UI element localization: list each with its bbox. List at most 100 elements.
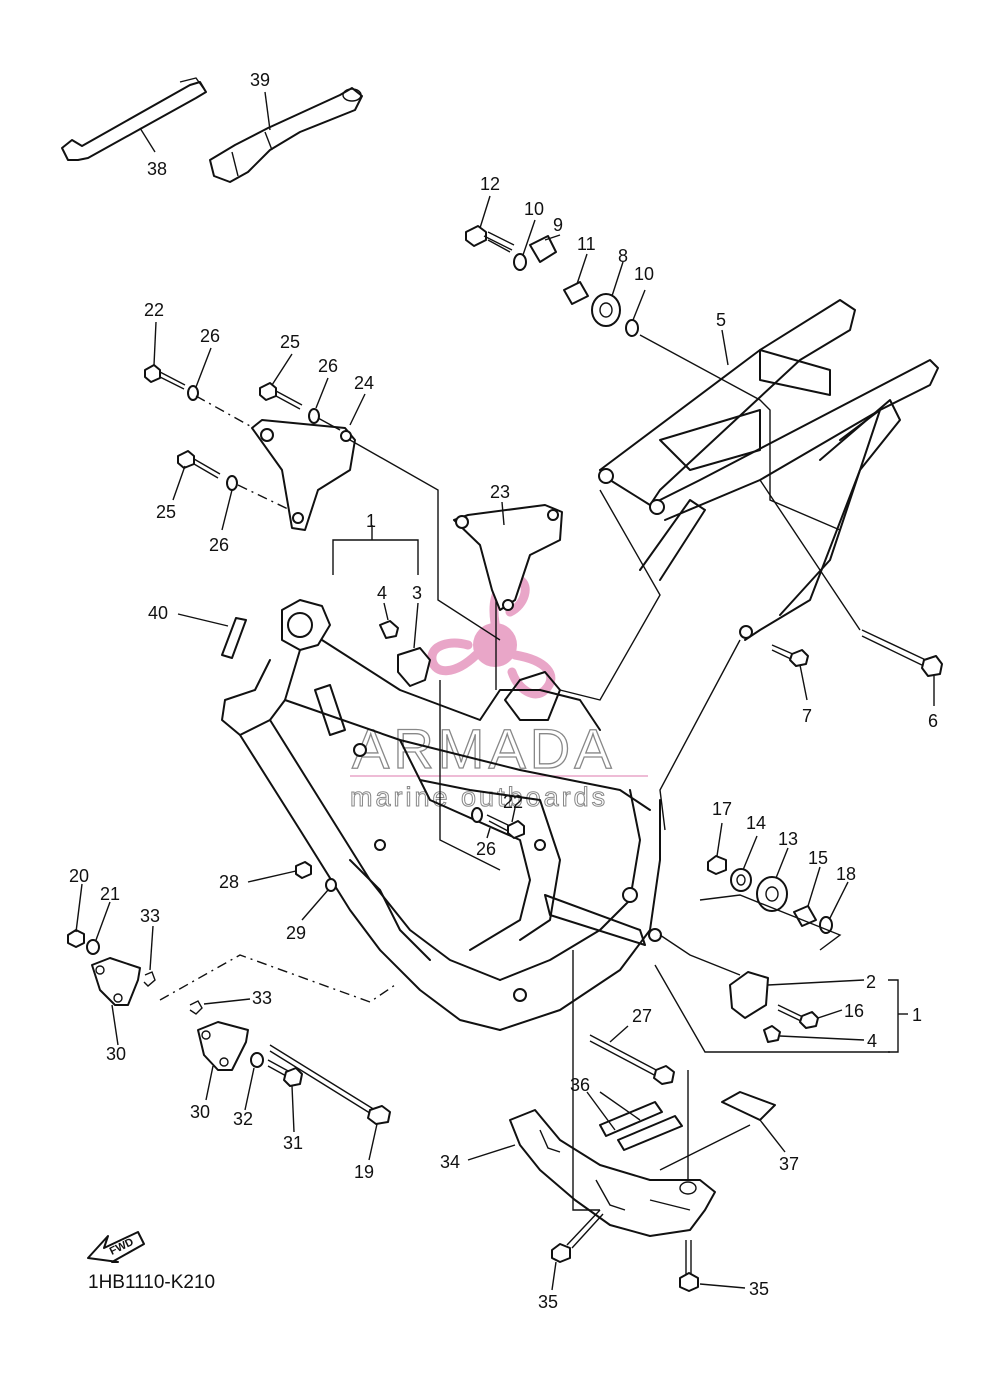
part-38-wrench (61, 77, 207, 161)
part-14-collar (730, 868, 752, 892)
callout-26d: 26 (476, 839, 496, 859)
part-26-washer-c (226, 475, 238, 491)
assembly-lines (159, 334, 890, 1211)
part-22-bolt-b (486, 814, 525, 839)
part-36-rubber-pads (599, 1101, 683, 1151)
callout-21: 21 (100, 884, 120, 904)
part-9-collar (529, 235, 557, 263)
part-1-main-frame (221, 599, 662, 1031)
callout-30b: 30 (190, 1102, 210, 1122)
callout-40: 40 (148, 603, 168, 623)
part-22-bolt-a (144, 364, 186, 390)
part-25-bolt-b (177, 450, 221, 479)
fwd-arrow-icon: FWD (87, 1231, 145, 1263)
part-13-bushing (756, 876, 788, 912)
part-35-bolt-a (551, 1209, 604, 1263)
part-6-long-bolt (861, 629, 943, 677)
callout-25a: 25 (280, 332, 300, 352)
callout-38: 38 (147, 159, 167, 179)
callout-24: 24 (354, 373, 374, 393)
part-26-washer-d (471, 807, 483, 823)
part-29-washer (325, 878, 337, 892)
callout-19: 19 (354, 1162, 374, 1182)
callout-16: 16 (844, 1001, 864, 1021)
callout-15: 15 (808, 848, 828, 868)
callout-4-top: 4 (377, 583, 387, 603)
part-31-bolt (267, 1059, 303, 1087)
callout-9: 9 (553, 215, 563, 235)
callout-25b: 25 (156, 502, 176, 522)
callout-26c: 26 (209, 535, 229, 555)
callout-39: 39 (250, 70, 270, 90)
part-7-bolt (771, 644, 809, 667)
part-3-bracket (397, 647, 431, 687)
callout-14: 14 (746, 813, 766, 833)
part-27-bolt (589, 1034, 675, 1085)
callout-2: 2 (866, 972, 876, 992)
part-2-bracket (729, 971, 769, 1019)
callout-10a: 10 (524, 199, 544, 219)
callout-33a: 33 (140, 906, 160, 926)
callout-1-top: 1 (366, 511, 376, 531)
callout-3: 3 (412, 583, 422, 603)
part-16-bolt (777, 1004, 819, 1029)
part-18-washer (819, 916, 833, 934)
part-15-collar (793, 905, 817, 927)
part-26-washer-a (187, 385, 199, 401)
callout-22b: 22 (503, 792, 523, 812)
callout-12: 12 (480, 174, 500, 194)
part-25-bolt-a (259, 382, 303, 410)
callout-31: 31 (283, 1133, 303, 1153)
part-33-clip-a (143, 971, 156, 987)
callout-28: 28 (219, 872, 239, 892)
part-11-collar (563, 281, 589, 305)
part-24-engine-bracket (251, 419, 356, 531)
callout-18: 18 (836, 864, 856, 884)
callout-5: 5 (716, 310, 726, 330)
callout-8: 8 (618, 246, 628, 266)
part-8-bushing (591, 293, 621, 327)
part-35-bolt-b (679, 1240, 699, 1292)
callout-32: 32 (233, 1109, 253, 1129)
callout-11: 11 (577, 234, 596, 254)
callout-7: 7 (802, 706, 812, 726)
part-19-long-bolt (269, 1044, 391, 1125)
callout-1-right: 1 (912, 1005, 922, 1025)
part-28-bolt (295, 861, 312, 879)
callout-33b: 33 (252, 988, 272, 1008)
callout-labels: 38 39 12 10 9 11 8 10 5 22 26 25 26 24 2… (69, 70, 938, 1312)
part-30-plate-b (197, 1021, 249, 1071)
part-4-bolt-top (379, 620, 399, 639)
watermark-brand: ARMADA (352, 717, 616, 780)
part-32-washer (250, 1052, 264, 1068)
callout-26a: 26 (200, 326, 220, 346)
callout-30a: 30 (106, 1044, 126, 1064)
callout-4-right: 4 (867, 1031, 877, 1051)
callout-35b: 35 (749, 1279, 769, 1299)
part-21-washer (86, 939, 100, 955)
callout-29: 29 (286, 923, 306, 943)
callout-36: 36 (570, 1075, 590, 1095)
part-26-washer-b (308, 408, 320, 424)
callout-13: 13 (778, 829, 798, 849)
callout-6: 6 (928, 711, 938, 731)
part-10-washer-a (513, 253, 527, 271)
part-5-rear-subframe (598, 299, 939, 641)
leader-lines (75, 91, 935, 1291)
part-17-nut (707, 855, 727, 875)
callout-34: 34 (440, 1152, 460, 1172)
part-37-pad (721, 1091, 776, 1121)
callout-26b: 26 (318, 356, 338, 376)
part-39-socket-tool (209, 87, 363, 183)
callout-10b: 10 (634, 264, 654, 284)
part-4-bolt-right (763, 1025, 781, 1043)
part-33-clip-b (189, 1000, 203, 1015)
callout-27: 27 (632, 1006, 652, 1026)
callout-22a: 22 (144, 300, 164, 320)
callout-35a: 35 (538, 1292, 558, 1312)
part-12-bolt (465, 225, 515, 253)
callout-23: 23 (490, 482, 510, 502)
part-40-label (221, 617, 247, 659)
